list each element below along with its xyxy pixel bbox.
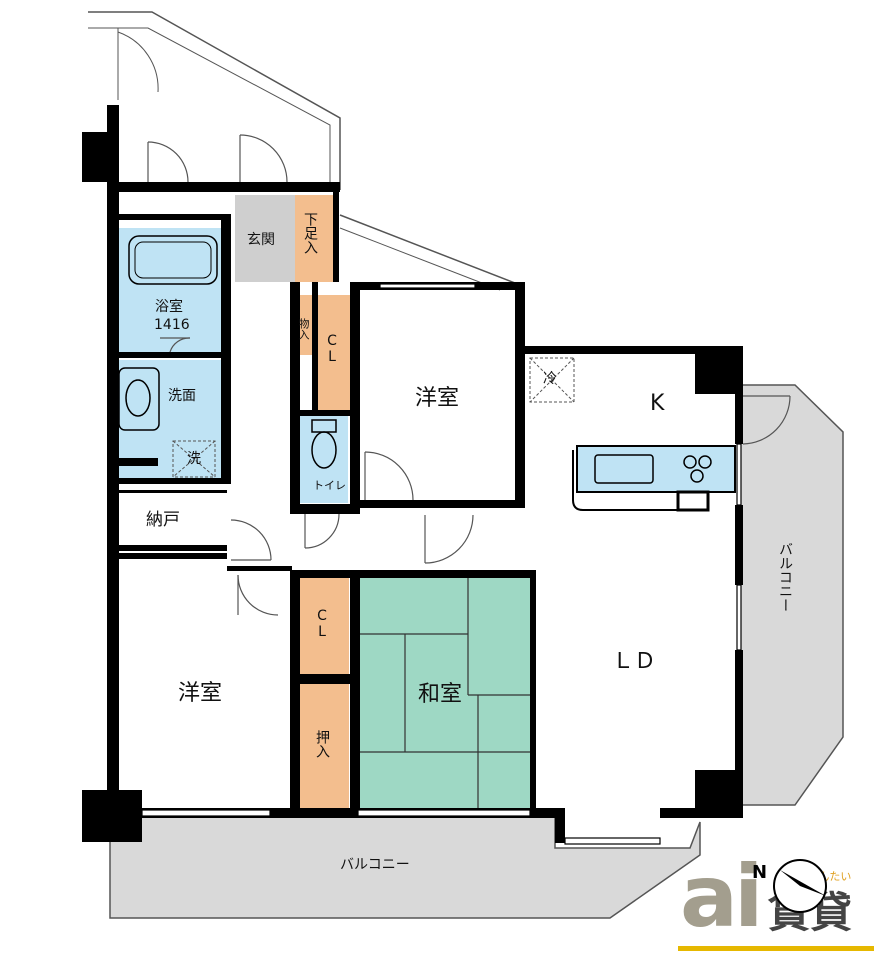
brand-logo: ai アイ-ちんたい 賃貸 N xyxy=(672,842,882,964)
entrance-porch-outline xyxy=(88,11,341,190)
sink xyxy=(594,454,654,484)
compass-icon xyxy=(773,859,827,913)
bathtub xyxy=(128,235,218,285)
logo-brand-text: ai xyxy=(680,847,763,947)
western-left-label: 洋室 xyxy=(178,681,223,706)
genkan-label: 玄関 xyxy=(247,232,275,248)
bath-size-label: 1416 xyxy=(154,317,190,333)
fridge-label: 冷 xyxy=(543,371,557,387)
washer-label: 洗 xyxy=(187,451,201,467)
ld-label: ＬＤ xyxy=(612,649,657,674)
bath-area xyxy=(117,228,221,353)
fridge-space xyxy=(529,357,575,403)
nando-label: 納戸 xyxy=(146,510,180,530)
closet-top-label: CL xyxy=(324,333,340,365)
oshiire-area xyxy=(296,684,349,809)
balcony-bottom-label: バルコニー xyxy=(340,857,410,873)
closet-top-area xyxy=(318,295,350,413)
bath-label: 浴室 xyxy=(155,299,183,315)
kitchen-label: K xyxy=(650,391,665,416)
logo-underline xyxy=(678,946,874,951)
column-ld xyxy=(695,770,743,818)
column-kitchen xyxy=(695,346,743,394)
shoe-cabinet-area xyxy=(295,195,333,282)
entrance-canopy-outline xyxy=(339,214,521,286)
washer-space xyxy=(172,440,216,478)
washitsu-label: 和室 xyxy=(418,682,463,707)
genkan-area xyxy=(235,195,295,282)
washitsu-area xyxy=(358,578,530,808)
washroom-label: 洗面 xyxy=(168,388,196,404)
balcony-right-label: バルコニー xyxy=(777,542,793,612)
north-label: N xyxy=(752,862,768,883)
toilet-label: トイレ xyxy=(313,479,346,492)
oshiire-label: 押入 xyxy=(314,730,330,758)
shoe-cabinet-label: 下足入 xyxy=(302,212,318,254)
storage-small-label: 物入 xyxy=(297,318,310,340)
closet-mid-label: CL xyxy=(314,608,330,640)
western-top-label: 洋室 xyxy=(415,386,460,411)
toilet-area xyxy=(300,415,348,503)
washbasin xyxy=(125,379,151,417)
closet-mid-area xyxy=(296,578,349,674)
